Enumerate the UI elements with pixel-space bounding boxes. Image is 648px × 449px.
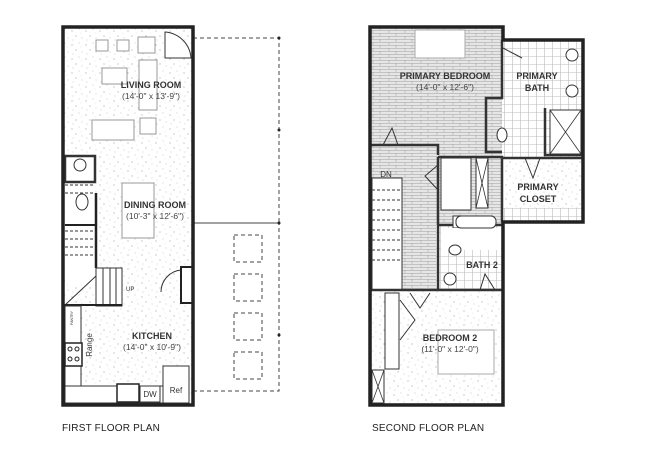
parking-outline bbox=[192, 222, 280, 392]
second-floor-walls bbox=[368, 25, 585, 407]
range-label: Range bbox=[85, 333, 94, 357]
door[interactable] bbox=[382, 126, 399, 146]
room-name: BATH 2 bbox=[466, 260, 498, 270]
room-name-line2: BATH bbox=[525, 83, 549, 93]
dishwasher-label: DW bbox=[143, 390, 157, 399]
sink-icon bbox=[565, 48, 579, 62]
first-floor-plan: UP PANTRY Range DW Ref LIVING ROOM (14'-… bbox=[61, 25, 281, 407]
room-name: LIVING ROOM bbox=[121, 80, 182, 90]
toilet-icon bbox=[496, 127, 508, 143]
parking-pad bbox=[233, 351, 263, 380]
room-name: PRIMARY BEDROOM bbox=[400, 71, 491, 81]
room-name-line2: CLOSET bbox=[520, 194, 557, 204]
second-floor-caption: SECOND FLOOR PLAN bbox=[372, 423, 485, 434]
toilet-icon bbox=[75, 193, 89, 211]
door[interactable] bbox=[399, 299, 416, 341]
room-size: (14'-0" x 13'-9") bbox=[122, 91, 180, 101]
room-size: (14'-0" x 12'-6") bbox=[416, 82, 474, 92]
room-name: BEDROOM 2 bbox=[423, 333, 478, 343]
side-door[interactable] bbox=[160, 269, 182, 293]
second-floor-plan: DN bbox=[368, 25, 585, 407]
first-floor-caption: FIRST FLOOR PLAN bbox=[62, 423, 161, 434]
bathtub-icon bbox=[455, 215, 497, 229]
room-name: PRIMARY bbox=[516, 71, 557, 81]
toilet-icon bbox=[448, 244, 462, 256]
room-name: KITCHEN bbox=[132, 331, 172, 341]
first-floor-walls bbox=[61, 25, 195, 407]
room-name: PRIMARY bbox=[517, 182, 558, 192]
door[interactable] bbox=[409, 292, 431, 309]
room-name: DINING ROOM bbox=[124, 200, 186, 210]
stair-down-label: DN bbox=[380, 170, 392, 179]
range-icon bbox=[64, 342, 83, 367]
room-size: (10'-3" x 12'-6") bbox=[126, 211, 184, 221]
sink-icon bbox=[443, 272, 457, 286]
room-size: (14'-0" x 10'-9") bbox=[123, 342, 181, 352]
bed-icon bbox=[414, 29, 466, 59]
parking-pad bbox=[233, 234, 263, 263]
kitchen-sink-icon bbox=[116, 383, 140, 403]
stair-up-label: UP bbox=[126, 287, 134, 293]
room-size: (11'-0" x 12'-0") bbox=[421, 344, 478, 354]
door[interactable] bbox=[502, 47, 523, 59]
bed-icon bbox=[437, 329, 495, 375]
sink-icon bbox=[73, 158, 87, 172]
door[interactable] bbox=[479, 272, 496, 291]
front-door[interactable] bbox=[164, 31, 192, 59]
parking-pad bbox=[233, 312, 263, 341]
porch-outline bbox=[192, 37, 280, 224]
parking-pad bbox=[233, 273, 263, 302]
door[interactable] bbox=[524, 157, 541, 180]
sink-icon bbox=[565, 84, 579, 98]
door[interactable] bbox=[424, 164, 439, 191]
refrigerator-label: Ref bbox=[170, 386, 183, 395]
pantry-label: PANTRY bbox=[70, 310, 74, 325]
